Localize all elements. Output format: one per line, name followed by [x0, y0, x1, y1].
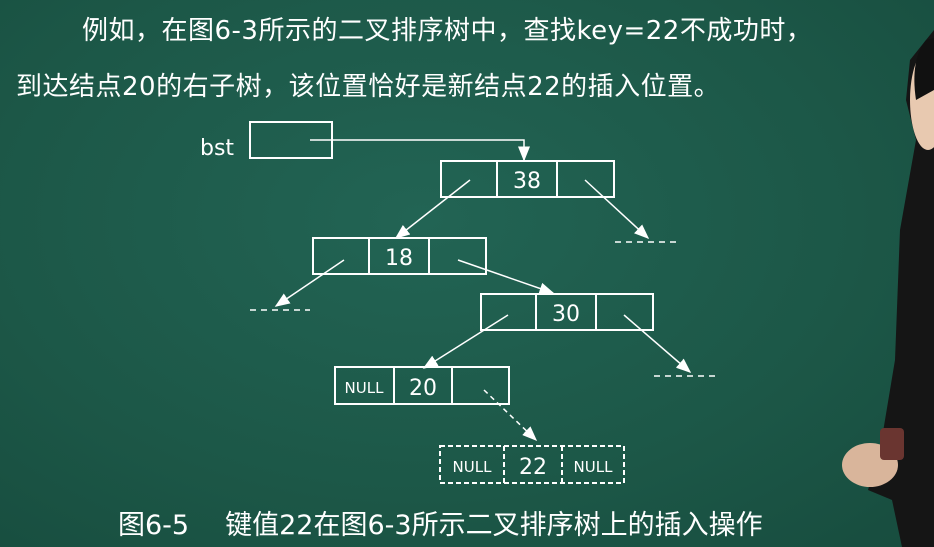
node-22-null-right: NULL — [574, 458, 614, 476]
node-20: NULL 20 — [334, 366, 510, 405]
node-20-null-left: NULL — [345, 379, 385, 397]
edge-18-30 — [457, 259, 555, 295]
node-22-key: 22 — [519, 455, 547, 480]
description-line-1: 例如，在图6-3所示的二叉排序树中，查找key=22不成功时， — [82, 16, 813, 46]
figure-caption: 图6-5 键值22在图6-3所示二叉排序树上的插入操作 — [118, 503, 763, 542]
bst-label: bst — [200, 136, 234, 161]
node-18: 18 — [312, 237, 487, 275]
edge-30-right — [623, 314, 692, 373]
edge-18-left — [274, 259, 345, 307]
edge-38-18 — [394, 179, 471, 239]
figure-caption-text: 键值22在图6-3所示二叉排序树上的插入操作 — [225, 510, 763, 541]
node-30-key: 30 — [552, 302, 580, 327]
node-22-new: NULL 22 NULL — [439, 445, 625, 484]
bst-arrow — [310, 139, 530, 162]
description-line-2: 到达结点20的右子树，该位置恰好是新结点22的插入位置。 — [16, 72, 721, 102]
edge-38-right — [584, 179, 650, 240]
node-22-null-left: NULL — [453, 458, 493, 476]
node-38: 38 — [440, 160, 615, 198]
edge-20-22-new — [483, 389, 538, 442]
node-20-key: 20 — [409, 376, 437, 401]
edge-30-20 — [422, 314, 509, 369]
presenter-figure — [842, 30, 934, 547]
figure-number: 图6-5 — [118, 510, 190, 541]
node-38-key: 38 — [513, 169, 541, 194]
node-30: 30 — [480, 293, 654, 331]
node-18-key: 18 — [385, 246, 413, 271]
